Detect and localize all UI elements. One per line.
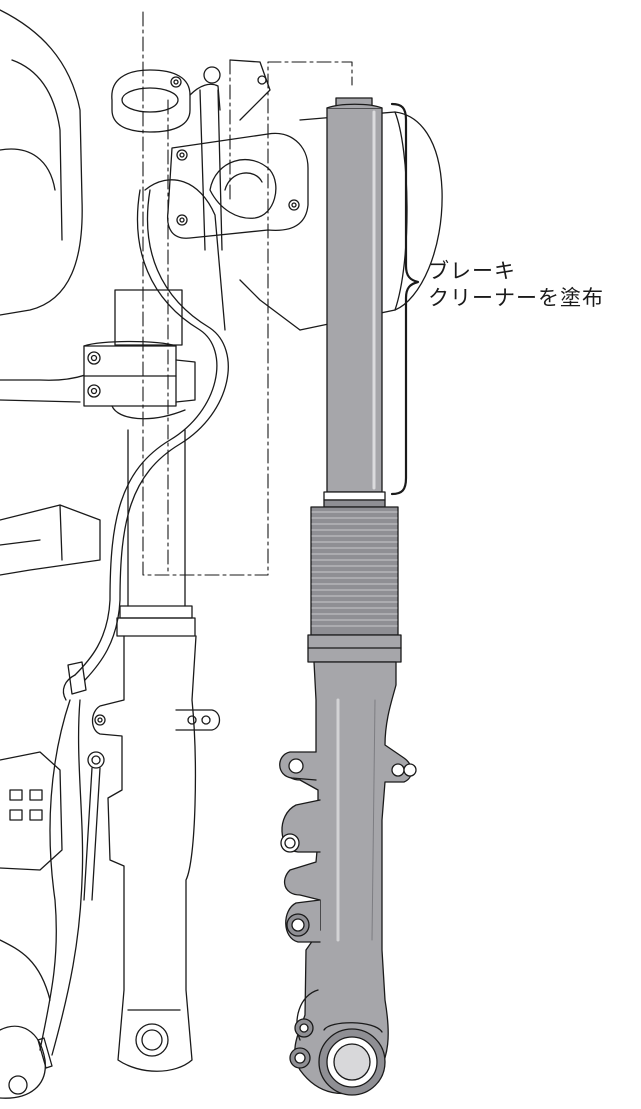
application-range-bracket xyxy=(390,102,420,496)
replacement-fork-leg xyxy=(279,97,417,1096)
alignment-reference-lines xyxy=(142,11,353,576)
callout-line-2: クリーナーを塗布 xyxy=(428,286,604,310)
callout-line-1: ブレーキ xyxy=(428,259,516,283)
installed-fork-line-art xyxy=(0,9,443,1099)
brake-cleaner-callout: ブレーキ クリーナーを塗布 xyxy=(428,258,604,312)
